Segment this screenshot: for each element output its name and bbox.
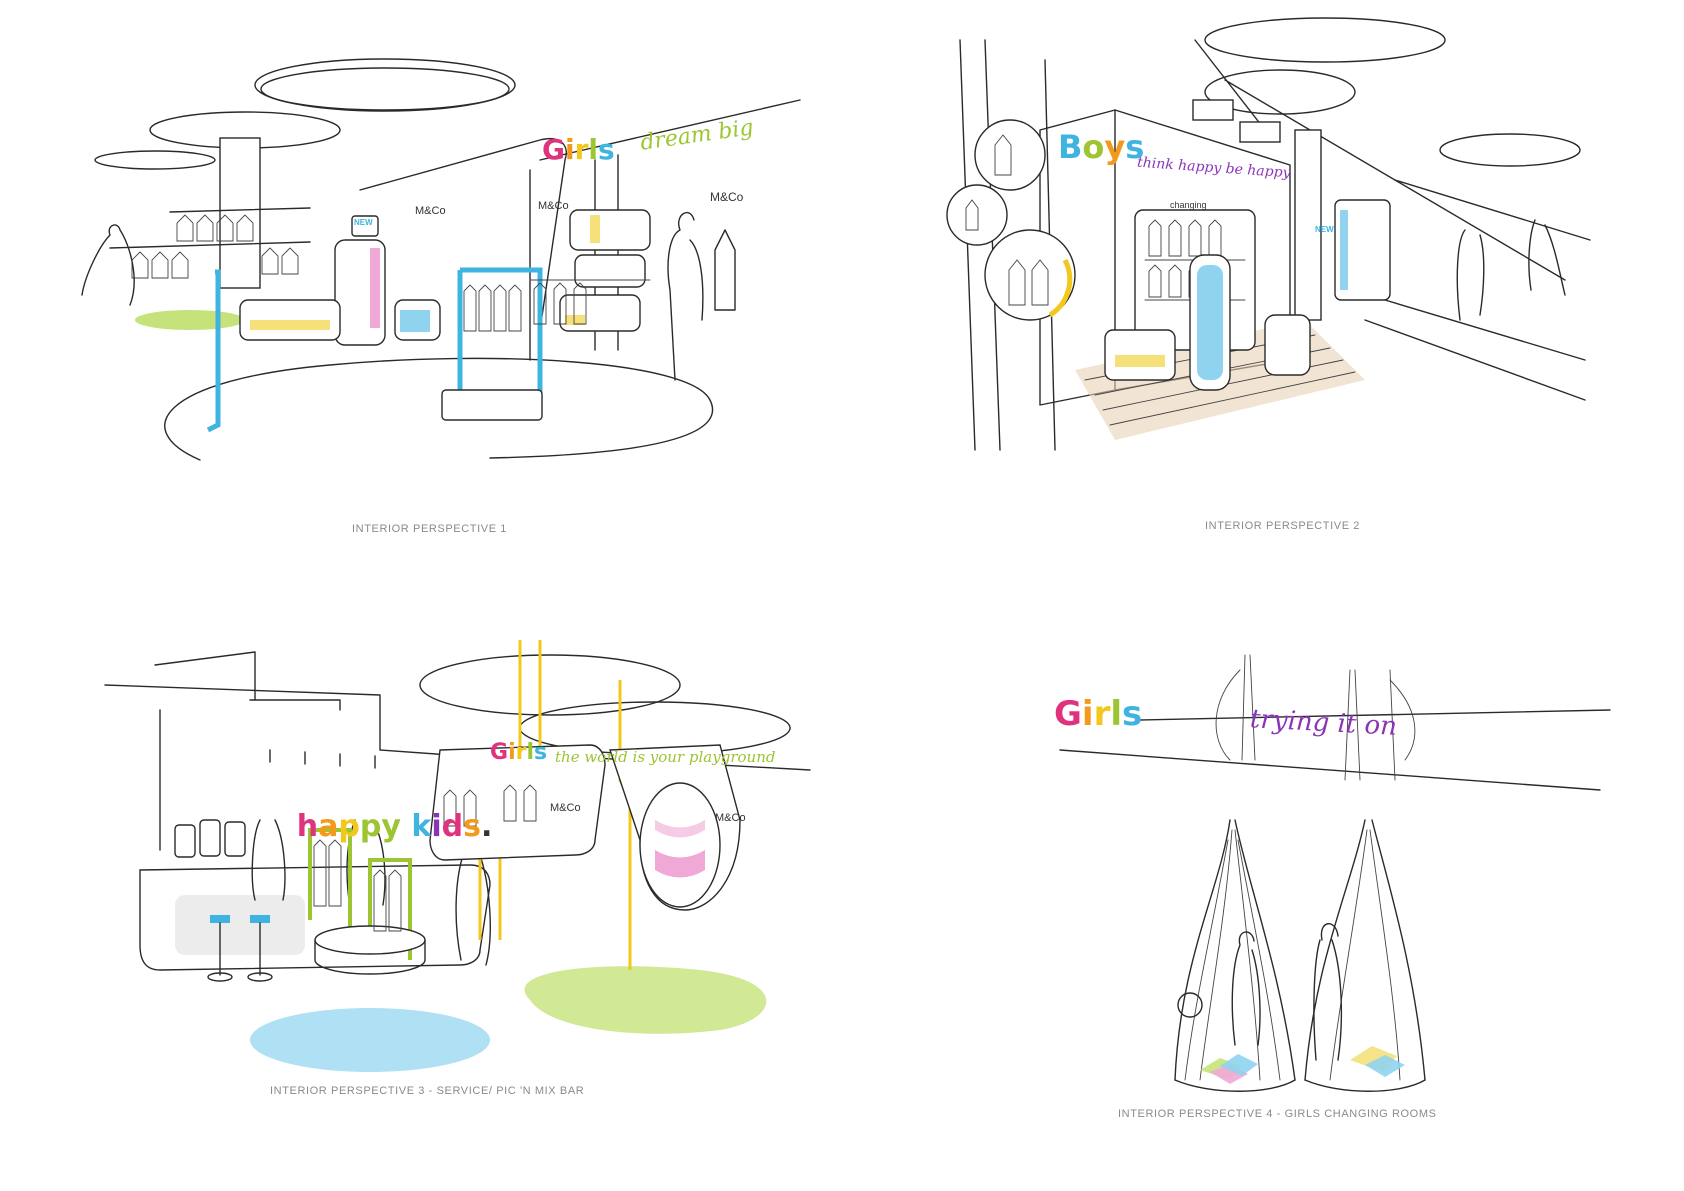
store-label: M&Co: [715, 812, 746, 824]
girls-sign: Girls: [490, 740, 547, 765]
girls-sign: Girls: [1054, 694, 1142, 734]
sign-letter: l: [1110, 694, 1123, 734]
logo-letter: d: [441, 809, 464, 844]
sign-letter: r: [1093, 694, 1111, 734]
sign-letter: G: [1054, 694, 1082, 734]
sign-letter: s: [1125, 128, 1145, 166]
sign-letter: r: [574, 133, 589, 166]
caption-perspective-3: INTERIOR PERSPECTIVE 3 - SERVICE/ PIC 'N…: [270, 1085, 585, 1097]
perspective-panel-3: happy kids. Girls the world is your play…: [100, 640, 820, 1080]
logo-letter: a: [318, 809, 339, 844]
store-label: M&Co: [550, 802, 581, 814]
sign-letter: G: [542, 133, 565, 166]
girls-tagline: the world is your playground: [555, 748, 776, 766]
store-label: M&Co: [710, 190, 744, 204]
caption-perspective-2: INTERIOR PERSPECTIVE 2: [1205, 520, 1361, 532]
sign-letter: l: [526, 740, 535, 765]
sign-letter: i: [508, 740, 516, 765]
sign-letter: s: [598, 133, 615, 166]
sign-letter: l: [588, 133, 599, 166]
boys-sign: Boys: [1058, 128, 1144, 166]
new-badge: NEW: [1315, 225, 1334, 234]
perspective-1-sketch: [81, 58, 801, 461]
changing-label: changing: [1170, 200, 1207, 210]
sign-letter: s: [1122, 694, 1143, 734]
sign-letter: G: [490, 740, 509, 765]
perspective-4-sketch: [1059, 654, 1611, 1092]
logo-letter: p: [338, 809, 360, 844]
logo-letter: k: [411, 809, 432, 844]
store-label: M&Co: [538, 200, 569, 212]
sign-letter: B: [1058, 128, 1083, 166]
girls-sign: Girls: [542, 133, 615, 166]
sign-letter: i: [564, 133, 575, 166]
store-label: M&Co: [415, 205, 446, 217]
sign-letter: y: [1104, 128, 1126, 166]
logo-letter: h: [296, 809, 319, 844]
sign-letter: i: [1081, 694, 1094, 734]
logo-letter: i: [431, 809, 442, 844]
logo-letter: [401, 809, 411, 844]
new-badge: NEW: [354, 218, 373, 227]
caption-perspective-4: INTERIOR PERSPECTIVE 4 - GIRLS CHANGING …: [1118, 1108, 1437, 1120]
logo-letter: y: [381, 809, 401, 844]
perspective-panel-4: Girls trying it on: [1054, 640, 1620, 1100]
sign-letter: s: [534, 740, 548, 765]
caption-perspective-1: INTERIOR PERSPECTIVE 1: [352, 523, 508, 535]
sign-letter: o: [1082, 128, 1105, 166]
logo-letter: s: [463, 809, 481, 844]
perspective-panel-2: Boys think happy be happy changing NEW: [945, 17, 1595, 470]
logo-letter: p: [359, 809, 382, 844]
perspective-3-sketch: [104, 640, 811, 1072]
happy-kids-logo: happy kids.: [255, 774, 493, 879]
perspective-panel-1: Girls dream big M&Co M&Co M&Co NEW: [70, 30, 810, 470]
perspective-2-sketch: [946, 17, 1591, 451]
sign-letter: r: [515, 740, 527, 765]
logo-letter: .: [480, 809, 493, 844]
